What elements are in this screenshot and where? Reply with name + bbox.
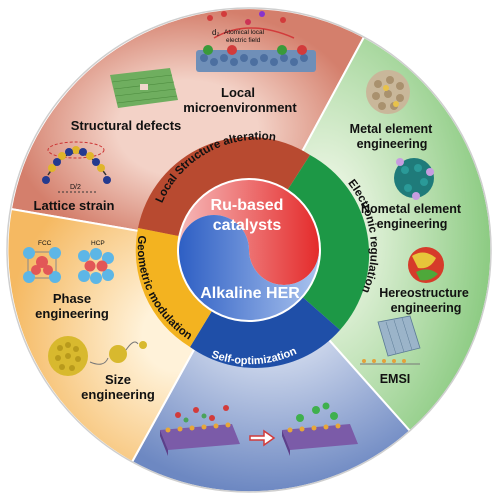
label-metal-line2: engineering xyxy=(357,137,428,151)
label-nonmetal-line2: engineering xyxy=(377,217,448,231)
label-lattice-strain: Lattice strain xyxy=(34,198,115,213)
atomical-field-line2: electric field xyxy=(226,37,261,44)
label-local-line2: microenvironment xyxy=(183,100,297,115)
label-phase-line2: engineering xyxy=(35,306,109,321)
label-hetero-line2: engineering xyxy=(391,301,462,315)
label-hetero-line1: Hereostructure xyxy=(379,286,469,300)
lattice-strain-illustration: D/2 xyxy=(42,141,111,193)
size-nanoparticle-illustration xyxy=(48,336,147,376)
label-fcc: FCC xyxy=(38,240,52,247)
defect-sheet-illustration xyxy=(110,68,178,108)
center-subtitle: Alkaline HER xyxy=(200,285,300,302)
label-emsi: EMSI xyxy=(380,372,411,386)
arrow-right-icon xyxy=(249,429,276,447)
d2-label: d₂ xyxy=(212,28,220,37)
nonmetal-cluster-illustration xyxy=(394,158,434,200)
emsi-illustration xyxy=(360,315,421,365)
fcc-crystal-illustration xyxy=(23,247,61,283)
metal-cluster-illustration xyxy=(366,70,410,114)
label-metal-line1: Metal element xyxy=(350,122,434,136)
label-size-line2: engineering xyxy=(81,387,155,402)
label-phase-line1: Phase xyxy=(53,291,91,306)
atomic-field-illustration: d₂ Atomical local electric field xyxy=(196,11,316,72)
label-local-line1: Local xyxy=(221,85,255,100)
label-hcp: HCP xyxy=(91,240,105,247)
center-emblem: Ru-based catalysts Alkaline HER xyxy=(177,178,321,322)
center-title-line1: Ru-based xyxy=(211,197,284,214)
atomical-field-line1: Atomical local xyxy=(224,29,265,36)
strain-d2-label: D/2 xyxy=(70,184,81,191)
self-optimization-illustration xyxy=(160,402,358,456)
hcp-crystal-illustration xyxy=(78,248,114,284)
center-title-line2: catalysts xyxy=(213,217,282,234)
label-structural-defects: Structural defects xyxy=(71,118,182,133)
label-size-line1: Size xyxy=(105,372,131,387)
label-nonmetal-line1: Nometal element xyxy=(361,202,462,216)
heterostructure-illustration xyxy=(408,247,444,283)
